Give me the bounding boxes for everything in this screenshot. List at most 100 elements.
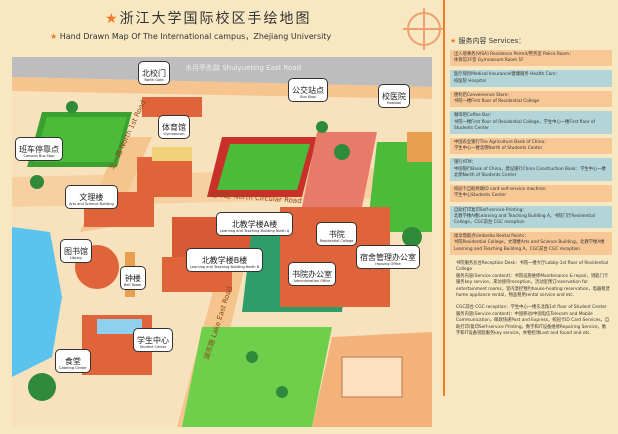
tree [30,175,44,189]
road-label-shuiyueting: 水月亭东路 Shuiyueting East Road [185,64,302,72]
service-paragraph: 书院服务总台Reception Desk：书院一楼大厅Lobby-1st flo… [456,261,610,300]
star-icon: ★ [50,32,58,41]
service-head: 雨伞借取点Umbrella Rental Points： [454,234,529,240]
star-icon: ★ [105,11,120,27]
lake [12,227,62,377]
service-head: 校园卡自助终端ID card self-service machine： [454,187,550,193]
tree [402,227,422,247]
service-item: 雨伞借取点Umbrella Rental Points：书院Residentia… [450,232,612,255]
place-zh: 图书馆 [64,247,88,256]
panel-divider [443,0,445,396]
services-title: ★ 服务内容 Services： [450,36,612,46]
tree [316,121,328,133]
place-zh: 北教学楼A楼 [231,220,278,229]
gymnasium-building [137,157,192,197]
place-zh: 校医院 [382,92,406,101]
star-icon: ★ [450,37,457,45]
place-zh: 钟楼 [124,274,141,283]
place-zh: 学生中心 [137,336,169,345]
service-location: 书院Residential College，文理楼Arts and Scienc… [454,240,605,252]
paragraph-head: 书院服务总台Reception Desk：书院一楼大厅Lobby-1st flo… [456,260,609,273]
subtitle-text: Hand Drawn Map Of The International camp… [59,32,332,41]
trees [28,101,422,401]
paragraph-head: CGC前台 CGC reception：学生中心一楼东北角1st floor o… [456,305,607,311]
services-title-text: 服务内容 Services： [458,37,526,45]
campus-map[interactable] [12,57,432,427]
service-item: 出入境事务(VISA) Residence Permit/警务室 Police … [450,50,612,67]
service-location: 书院一楼First floor of Residential College [454,99,540,105]
tennis-courts [302,132,377,207]
service-item: 医疗保险Medical Insurance/健康服务 Health Care：校… [450,70,612,87]
lawn-park [182,327,332,427]
service-head: 出入境事务(VISA) Residence Permit/警务室 Police … [454,52,574,57]
service-location: 学生中心一楼北侧North of Students Center [454,146,543,152]
place-en: Campus Bus Stop [23,154,55,158]
place-en: Administration Office [293,279,331,283]
service-item: 银行ATM：中国银行Bank of China，建设银行China Constr… [450,158,612,182]
future-building [341,356,403,398]
place-zh: 北校门 [142,69,166,78]
map-title: ★浙江大学国际校区手绘地图 [105,8,312,28]
hospital-building [407,132,432,162]
place-en: Learning and Teaching Building North A [220,229,290,233]
place-zh: 书院办公室 [292,270,332,279]
service-head: 便利店Convenience Store： [454,92,512,98]
title-text: 浙江大学国际校区手绘地图 [119,11,312,27]
place-zh: 体育馆 [162,123,186,132]
map-subtitle: ★ Hand Drawn Map Of The International ca… [50,31,331,42]
student-center-roof [97,319,142,334]
stadium-field [217,144,310,190]
tree [246,351,258,363]
north-gate-building [142,97,202,117]
service-location: 体育馆1F室 Gymnasium Room 1F [454,58,524,64]
service-head: 自助打印复印Self-service Printing： [454,207,527,213]
tree [66,101,78,113]
place-en: Bell Tower [124,283,142,287]
place-en: Gymnasium [163,132,185,136]
place-zh: 食堂 [64,357,81,366]
service-head: 银行ATM： [454,160,476,166]
place-en: Arts and Science Building [69,202,114,206]
service-item: 咖啡吧Coffee Bar：书院一楼First floor of Residen… [450,111,612,134]
place-en: Housing Office [375,262,401,266]
service-item: 自助打印复印Self-service Printing：北教学楼A楼Learni… [450,205,612,229]
paragraph-body: 服务内容(Service content)：书院设施维修Maintenance … [456,273,610,298]
compass-icon [403,8,445,50]
service-item: 便利店Convenience Store：书院一楼First floor of … [450,90,612,108]
place-zh: 北教学楼B楼 [201,256,248,265]
service-paragraph: CGC前台 CGC reception：学生中心一楼东北角1st floor o… [456,305,610,337]
tree [334,144,350,160]
gymnasium-roof [152,147,192,161]
place-zh: 班车停靠点 [19,145,59,154]
tree [276,386,288,398]
place-en: North Gate [144,78,164,82]
tree [28,373,56,401]
service-head: 医疗保险Medical Insurance/健康服务 Health Care： [454,72,560,78]
place-en: Residential College [320,239,354,243]
place-en: Learning and Teaching Building North B [190,265,260,269]
service-location: 中国银行Bank of China，建设银行China Construction… [454,166,606,178]
service-location: 校医院 Hospital [454,78,486,84]
place-en: Student Center [139,345,167,349]
service-location: 书院一楼First floor of Residential College，学… [454,119,595,131]
place-zh: 书院 [328,230,345,239]
service-item: 中国农业银行The Agriculture Bank of China：学生中心… [450,137,612,155]
place-zh: 公交站点 [292,86,324,95]
services-panel: ★ 服务内容 Services： 出入境事务(VISA) Residence P… [450,36,612,338]
place-en: Library [69,256,83,260]
